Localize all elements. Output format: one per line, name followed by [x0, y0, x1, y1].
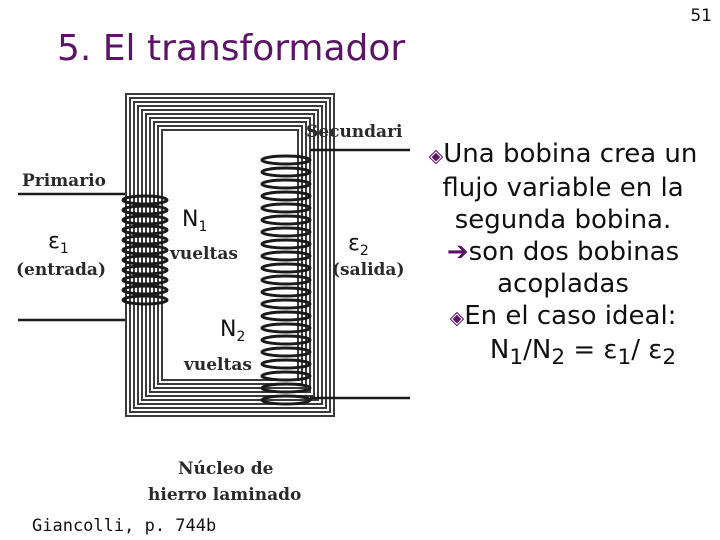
diamond-bullet-icon: ◈ — [449, 307, 465, 329]
bullet-item-3-line1: ◈En el caso ideal: — [449, 301, 677, 331]
secondary-label: Secundari — [306, 122, 403, 142]
transformer-diagram: Secundari Primario (entrada) vueltas (sa… — [16, 93, 410, 505]
primary-label: Primario — [22, 171, 106, 191]
n1-symbol: N1 — [182, 207, 207, 235]
lead-wires — [18, 148, 410, 400]
turns-label-secondary: vueltas — [183, 355, 252, 375]
bullet-item-1-line2: flujo variable en la — [442, 173, 684, 203]
emf-primary-symbol: ε1 — [48, 229, 69, 257]
bullet-list: ◈Una bobina crea un flujo variable en la… — [408, 138, 718, 374]
input-label: (entrada) — [16, 260, 106, 280]
bullet-item-1-line1: ◈Una bobina crea un — [428, 139, 698, 169]
emf-secondary-symbol: ε2 — [348, 231, 369, 259]
ideal-ratio-equation: N1/N2 = ε1/ ε2 — [489, 335, 677, 371]
core-label-line1: Núcleo de — [178, 459, 274, 479]
diamond-bullet-icon: ◈ — [428, 145, 444, 167]
output-label: (salida) — [332, 260, 405, 280]
primary-coil — [121, 194, 169, 306]
bullet-item-2-line2: acopladas — [497, 269, 629, 299]
secondary-coil — [260, 154, 312, 406]
arrow-right-icon: ➔ — [446, 237, 469, 267]
page-number: 51 — [690, 6, 712, 26]
slide-title: 5. El transformador — [57, 28, 406, 69]
turns-label-primary: vueltas — [169, 244, 238, 264]
bullet-item-1-line3: segunda bobina. — [454, 205, 672, 235]
citation: Giancolli, p. 744b — [32, 516, 217, 536]
n2-symbol: N2 — [220, 317, 245, 345]
core-label-line2: hierro laminado — [148, 485, 301, 505]
bullet-item-2-line1: ➔son dos bobinas — [446, 237, 680, 267]
